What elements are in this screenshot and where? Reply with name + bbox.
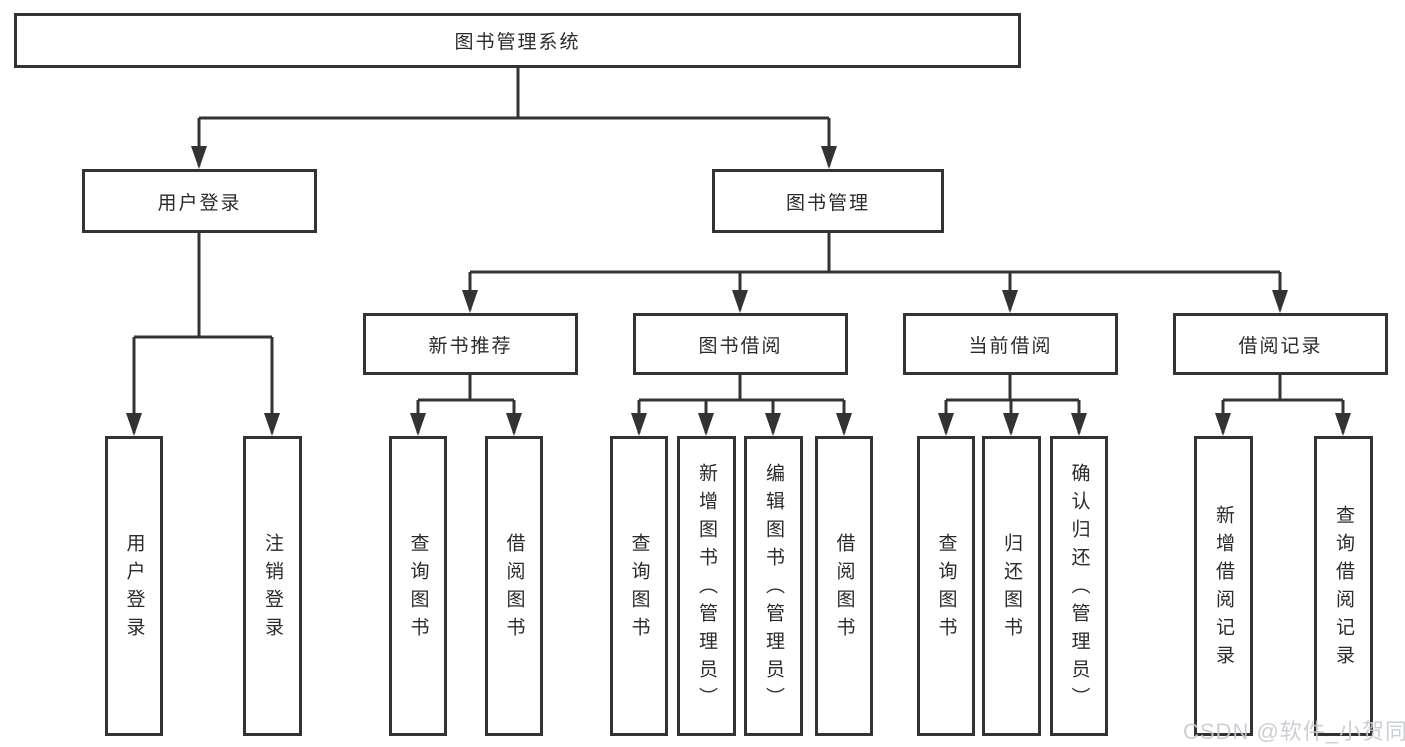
node-query-borrow-record: 查询借阅记录 <box>1314 436 1373 736</box>
arrowheads <box>126 146 1351 436</box>
node-book-management: 图书管理 <box>712 169 944 233</box>
node-new-book-recommend: 新书推荐 <box>363 313 578 375</box>
node-recommend-query-books: 查询图书 <box>389 436 447 736</box>
node-root: 图书管理系统 <box>14 13 1021 68</box>
node-current-query-books: 查询图书 <box>917 436 975 736</box>
node-edit-books-admin: 编辑图书（管理员） <box>744 436 803 736</box>
node-borrow-borrow-books: 借阅图书 <box>815 436 873 736</box>
node-logout-action: 注销登录 <box>243 436 302 736</box>
node-add-borrow-record: 新增借阅记录 <box>1194 436 1253 736</box>
node-confirm-return-admin: 确认归还（管理员） <box>1050 436 1108 736</box>
csdn-watermark: CSDN @软件_小贺同学 <box>1183 719 1405 744</box>
node-recommend-borrow-books: 借阅图书 <box>485 436 543 736</box>
node-user-login: 用户登录 <box>82 169 317 233</box>
node-borrow-query-books: 查询图书 <box>610 436 668 736</box>
node-user-login-action: 用户登录 <box>105 436 163 736</box>
node-return-books: 归还图书 <box>982 436 1041 736</box>
node-add-books-admin: 新增图书（管理员） <box>677 436 736 736</box>
node-borrow-records: 借阅记录 <box>1173 313 1388 375</box>
node-book-borrow: 图书借阅 <box>633 313 848 375</box>
node-current-borrow: 当前借阅 <box>903 313 1118 375</box>
